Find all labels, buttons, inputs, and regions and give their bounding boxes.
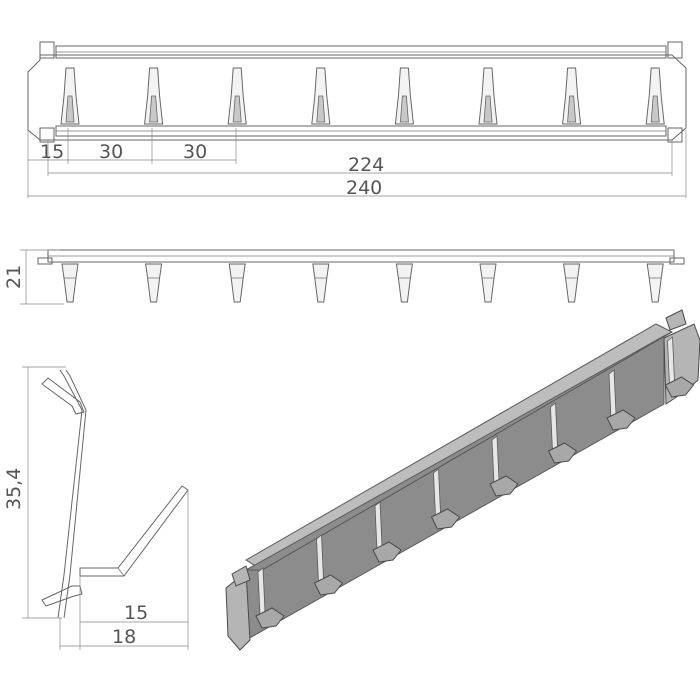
front-dimensions: 15 30 30 224 240 bbox=[27, 128, 687, 199]
dim-total-reach: 18 bbox=[112, 626, 136, 648]
iso-hook-arm bbox=[489, 475, 519, 497]
top-hook-body bbox=[646, 263, 664, 303]
front-plate-outline bbox=[27, 54, 687, 141]
top-tab-right bbox=[669, 257, 685, 265]
iso-slots bbox=[255, 336, 695, 629]
iso-hook-arm bbox=[430, 508, 461, 530]
top-hook bbox=[646, 263, 664, 303]
top-hook-body bbox=[61, 263, 79, 303]
top-hook bbox=[145, 263, 163, 303]
side-top-tab bbox=[41, 377, 85, 415]
side-hook-arm bbox=[79, 485, 189, 577]
top-hook bbox=[395, 263, 413, 303]
front-hook bbox=[311, 67, 331, 125]
top-hook-body bbox=[563, 263, 581, 303]
top-hook bbox=[61, 263, 79, 303]
dim-overall-length: 240 bbox=[346, 177, 382, 199]
front-hooks bbox=[60, 67, 665, 125]
front-tab-bottom-right bbox=[667, 127, 683, 143]
top-hook bbox=[479, 263, 497, 303]
top-hook bbox=[563, 263, 581, 303]
front-view: 15 30 30 224 240 bbox=[27, 41, 687, 199]
front-tab-top-left bbox=[39, 41, 55, 59]
iso-hook-arm bbox=[372, 541, 402, 563]
iso-hook bbox=[372, 501, 402, 563]
front-hook-shadow bbox=[650, 95, 660, 123]
iso-hook bbox=[313, 534, 344, 596]
top-hooks bbox=[61, 263, 664, 303]
iso-hook bbox=[547, 402, 578, 464]
front-hook bbox=[562, 67, 582, 125]
iso-hook bbox=[664, 336, 695, 398]
side-view: 35,4 15 18 bbox=[3, 366, 189, 650]
dim-depth: 21 bbox=[3, 265, 25, 289]
dim-edge-offset: 15 bbox=[40, 141, 64, 163]
front-tab-top-right bbox=[667, 41, 683, 59]
top-tab-left bbox=[37, 257, 53, 265]
front-hook bbox=[645, 67, 665, 125]
front-hook-shadow bbox=[316, 95, 326, 123]
front-hook bbox=[227, 67, 247, 125]
isometric-view bbox=[225, 309, 700, 651]
front-hook-shadow bbox=[483, 95, 493, 123]
front-hook-shadow bbox=[65, 95, 75, 123]
top-hook-body bbox=[312, 263, 330, 303]
front-hook bbox=[478, 67, 498, 125]
iso-hook-arm bbox=[255, 607, 285, 629]
iso-plate-face bbox=[245, 335, 665, 641]
side-plate bbox=[57, 369, 83, 619]
front-hook bbox=[144, 67, 164, 125]
dim-inner-length: 224 bbox=[348, 154, 384, 176]
top-hook-body bbox=[479, 263, 497, 303]
front-hook-shadow bbox=[149, 95, 159, 123]
front-hook-shadow bbox=[232, 95, 242, 123]
top-hook-body bbox=[395, 263, 413, 303]
top-hook bbox=[228, 263, 246, 303]
front-tab-bottom-left bbox=[39, 127, 55, 143]
iso-hook-arm bbox=[547, 442, 578, 464]
iso-hook-arm bbox=[313, 574, 344, 596]
front-hook-shadow bbox=[399, 95, 409, 123]
top-hook bbox=[312, 263, 330, 303]
front-hook bbox=[60, 67, 80, 125]
top-hook-body bbox=[228, 263, 246, 303]
top-view: 21 bbox=[3, 249, 685, 305]
front-hook bbox=[394, 67, 414, 125]
dim-pitch-2: 30 bbox=[183, 141, 207, 163]
dim-pitch-1: 30 bbox=[99, 141, 123, 163]
iso-hook-arm bbox=[606, 409, 636, 431]
iso-top-flange bbox=[245, 323, 674, 571]
top-hook-body bbox=[145, 263, 163, 303]
iso-tab-top-right bbox=[665, 309, 687, 331]
dim-hook-reach: 15 bbox=[124, 602, 148, 624]
dim-height: 35,4 bbox=[3, 468, 25, 510]
iso-hook-arm bbox=[664, 376, 695, 398]
iso-tab-top-left bbox=[231, 565, 251, 587]
iso-hook bbox=[255, 567, 285, 629]
iso-hook bbox=[606, 369, 636, 431]
iso-hook bbox=[430, 468, 461, 530]
iso-hook bbox=[489, 435, 519, 497]
front-hook-shadow bbox=[567, 95, 577, 123]
